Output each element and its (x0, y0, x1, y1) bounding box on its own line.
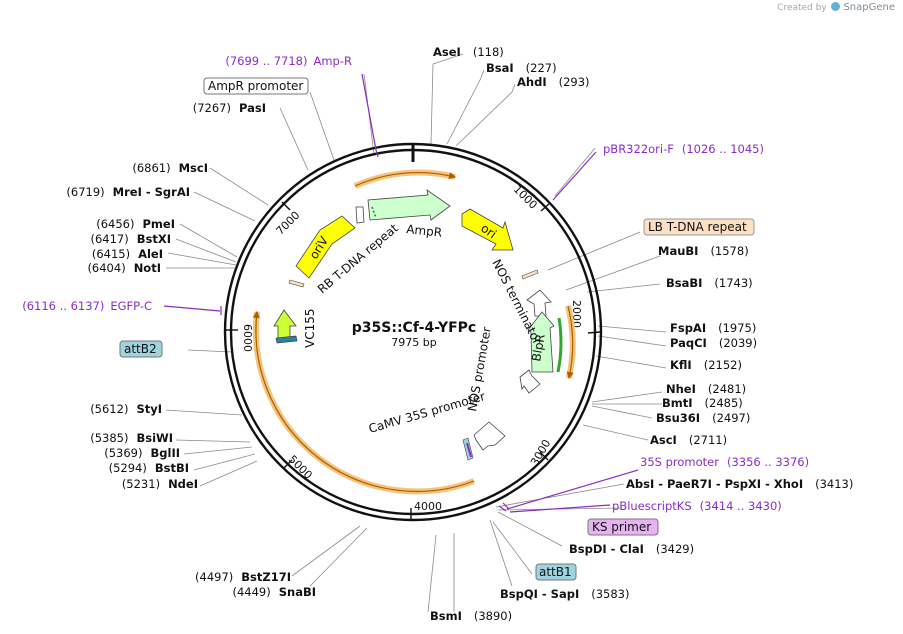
site-label: (5612)StyI (90, 402, 162, 416)
site-label: BsaI(227) (486, 61, 557, 75)
camv-promoter-feature (473, 421, 506, 451)
site-label: (6415)AleI (92, 247, 163, 261)
site-label: (5231)NdeI (122, 477, 198, 491)
tick-label-1000: 1000 (511, 183, 540, 212)
ampR-label: AmpR (406, 222, 443, 240)
ks-primer-box-bg (587, 518, 659, 536)
site-label: (4449)SnaBI (232, 585, 316, 599)
created-by-text: Created by (777, 3, 827, 13)
site-label: BspDI - ClaI(3429) (569, 542, 694, 556)
bipR-feature (527, 311, 555, 373)
lb-repeat-label: LB T-DNA repeat (648, 220, 747, 234)
nos-terminator-feature (526, 289, 552, 317)
site-label: AhdI(293) (517, 75, 590, 89)
plasmid-name: p35S::Cf-4-YFPc (352, 320, 476, 336)
primer-label: 35S promoter(3356 .. 3376) (640, 455, 809, 469)
primer-marks (163, 73, 639, 513)
ampr-promoter-label: AmpR promoter (208, 79, 303, 93)
ks-primer-label: KS primer (592, 520, 651, 534)
bipR-green-arc (556, 317, 563, 373)
snapgene-logo-icon (830, 2, 840, 11)
site-label: (6456)PmeI (96, 217, 175, 231)
ampr-promoter-box-bg (203, 77, 309, 95)
attB1-label: attB1 (539, 565, 572, 579)
attB1-purple-mark (466, 442, 472, 458)
camv-label: CaMV 35S promoter (367, 389, 487, 436)
ori-feature (461, 208, 514, 251)
ampR-promoter-box (355, 206, 365, 224)
lb-repeat-mark (521, 269, 539, 280)
site-label: (5294)BstBI (109, 461, 189, 475)
site-label: NheI(2481) (666, 382, 746, 396)
site-label: Bsu36I(2497) (656, 411, 750, 425)
primer-label: pBluescriptKS(3414 .. 3430) (612, 499, 782, 513)
plasmid-length: 7975 bp (391, 336, 436, 349)
site-label: KflI(2152) (670, 358, 742, 372)
vc155-label: VC155 (303, 309, 317, 349)
orange-arcs (252, 169, 576, 495)
site-label: BspQI - SapI(3583) (500, 587, 629, 601)
attB2-box-bg (119, 340, 163, 358)
ampR-primer-mark (371, 206, 377, 219)
tick-label-7000: 7000 (274, 209, 303, 238)
site-label: (4497)BstZ17I (195, 570, 291, 584)
site-label: BsmI(3890) (430, 609, 512, 623)
primer-label: pBR322ori-F(1026 .. 1045) (603, 142, 764, 156)
ampR-feature (367, 189, 451, 221)
snapgene-brand: SnapGene (843, 2, 895, 13)
site-label: FspAI(1975) (670, 321, 756, 335)
primer-label: (6116 .. 6137)EGFP-C (22, 299, 152, 313)
tick-label-4000: 4000 (414, 500, 442, 513)
tick-label-6000: 6000 (241, 324, 254, 352)
site-label: PaqCI(2039) (670, 336, 757, 350)
vc155-feature (273, 309, 297, 341)
attB1-box-bg (535, 563, 577, 581)
site-label: (5369)BglII (104, 446, 180, 460)
bipR-label: BlpR (529, 333, 548, 363)
site-label: (6417)BstXI (90, 232, 171, 246)
tick-marks (226, 201, 601, 519)
lb-repeat-box-bg (643, 218, 755, 236)
site-label: AbsI - PaeR7I - PspXI - XhoI(3413) (626, 477, 853, 491)
site-label: MauBI(1578) (658, 244, 749, 258)
created-by-snapgene: Created by SnapGene (777, 2, 895, 13)
primer-label: (7699 .. 7718)Amp-R (225, 54, 352, 68)
site-label: AscI(2711) (650, 433, 727, 447)
site-label: BsaBI(1743) (666, 276, 753, 290)
attB2-label: attB2 (124, 342, 157, 356)
oriV-feature (295, 215, 356, 279)
nos-promoter-feature (519, 369, 541, 394)
site-label: (5385)BsiWI (90, 431, 173, 445)
site-leader-lines (165, 53, 667, 613)
site-label: (6404)NotI (87, 261, 161, 275)
site-label: (6719)MreI - SgrAI (66, 185, 190, 199)
rb-repeat-mark (288, 279, 305, 288)
site-label: (6861)MscI (132, 161, 208, 175)
attB2-mark (275, 335, 298, 344)
site-label: BmtI(2485) (662, 396, 743, 410)
site-label: (7267)PasI (193, 101, 266, 115)
site-label: AseI(118) (433, 45, 504, 59)
